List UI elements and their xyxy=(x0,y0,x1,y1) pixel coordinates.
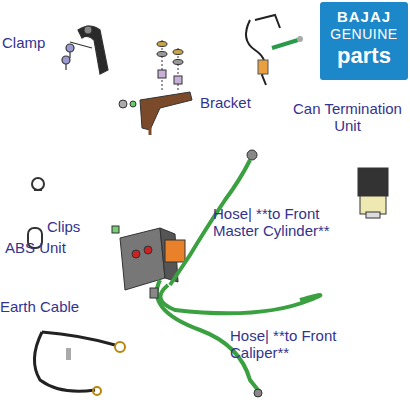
bracket-drawing xyxy=(119,40,192,135)
brand-text: parts xyxy=(324,43,404,68)
can-unit-drawing xyxy=(358,168,388,218)
part-label: Clamp xyxy=(2,34,62,51)
earth-cable-drawing xyxy=(34,332,125,395)
brand-name: BAJAJ xyxy=(324,8,404,26)
part-label: Can Termination Unit xyxy=(290,100,405,134)
brand-text: GENUINE xyxy=(324,26,404,43)
part-label: Hose| **to Front Master Cylinder** xyxy=(213,205,341,239)
part-label: ABS Unit xyxy=(5,239,85,256)
clamp-drawing xyxy=(62,26,108,74)
sensor-cable-drawing xyxy=(246,15,303,85)
part-label: Bracket xyxy=(200,94,270,111)
brand-logo: BAJAJGENUINEparts xyxy=(320,2,408,80)
part-label: Hose| **to Front Caliper** xyxy=(230,327,360,361)
clips-drawing xyxy=(28,178,119,248)
part-label: Earth Cable xyxy=(0,298,100,315)
part-label: Clips xyxy=(47,218,97,235)
